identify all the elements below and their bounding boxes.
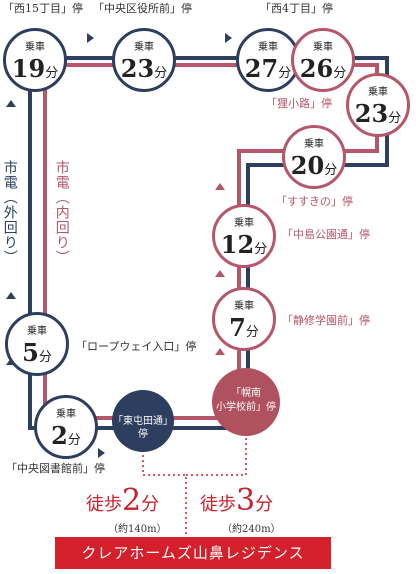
direction-arrow-icon <box>215 348 225 355</box>
station-seishu: 乗車 7分 <box>212 287 276 351</box>
direction-arrow-icon <box>6 292 16 299</box>
inner-line-label: 市電（内回り） <box>53 160 70 265</box>
station-nakajima: 乗車 12分 <box>212 204 276 268</box>
stop-name-susukino: 「すすきの」停 <box>276 195 353 208</box>
stop-name-nishi15: 「西15丁目」停 <box>3 2 83 15</box>
station-nishi4-inner: 乗車 26分 <box>291 28 355 92</box>
station-toshokan: 乗車 2分 <box>34 395 98 459</box>
station-susukino: 乗車 20分 <box>282 125 346 189</box>
direction-arrow-icon <box>215 270 225 277</box>
inner-loop-line <box>43 63 379 420</box>
destination-banner: クレアホームズ山鼻レジデンス <box>55 537 331 569</box>
station-tanukikoji: 乗車 23分 <box>346 73 410 137</box>
station-ropeway: 乗車 5分 <box>5 312 69 376</box>
walk-distance-horonami: （約240m） <box>222 524 281 535</box>
walk-path-right <box>186 438 247 476</box>
nearest-stop-higashi: 「東屯田通」停 <box>112 390 174 452</box>
outer-loop-line <box>28 56 389 430</box>
direction-arrow-icon <box>225 33 232 43</box>
direction-arrow-icon <box>215 183 225 190</box>
walk-distance-higashi: （約140m） <box>108 524 167 535</box>
station-nishi15: 乗車 19分 <box>3 28 67 92</box>
nearest-stop-horonami: 「幌南 小学校前」停 <box>212 368 280 436</box>
stop-name-seishu: 「静修学園前」停 <box>282 314 370 327</box>
stop-name-nishi4: 「西4丁目」停 <box>260 2 333 15</box>
outer-line-label: 市電（外回り） <box>1 160 18 265</box>
direction-arrow-icon <box>98 448 105 458</box>
walk-time-higashi: 徒歩2分 <box>86 483 160 518</box>
stop-name-chuoku: 「中央区役所前」停 <box>93 2 192 15</box>
stop-name-tanukikoji: 「狸小路」停 <box>266 97 332 110</box>
walk-time-horonami: 徒歩3分 <box>200 483 274 518</box>
stop-name-toshokan: 「中央図書館前」停 <box>6 462 105 475</box>
direction-arrow-icon <box>6 100 16 107</box>
stop-name-nakajima: 「中島公園通」停 <box>282 228 370 241</box>
direction-arrow-icon <box>87 33 94 43</box>
station-chuoku: 乗車 23分 <box>112 28 176 92</box>
station-nishi4-outer: 乗車 27分 <box>236 28 300 92</box>
walk-path-left <box>142 445 187 545</box>
stop-name-ropeway: 「ロープウェイ入口」停 <box>76 340 197 353</box>
